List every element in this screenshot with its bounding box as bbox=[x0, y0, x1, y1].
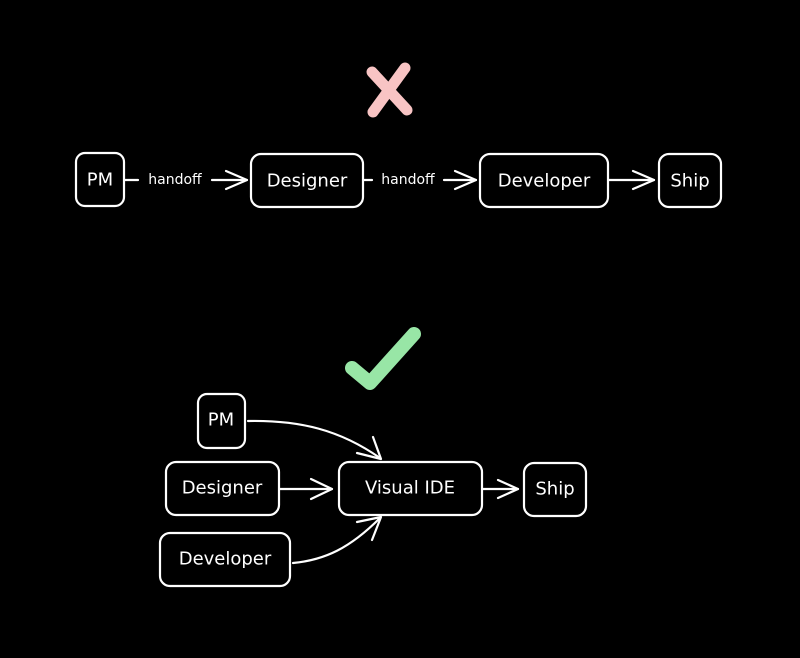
arrowhead-icon bbox=[631, 169, 656, 191]
edge-pm-visual-ide bbox=[246, 419, 383, 461]
edge-label: handoff bbox=[148, 172, 202, 188]
node-label: PM bbox=[87, 170, 113, 191]
node-label: Visual IDE bbox=[365, 478, 455, 499]
node-developer: Developer bbox=[158, 531, 292, 588]
node-label: Developer bbox=[498, 171, 591, 192]
arrowhead-icon bbox=[453, 169, 478, 191]
edge-visual-ide-ship bbox=[481, 478, 520, 500]
edge-developer-ship bbox=[607, 169, 656, 191]
bad-flow: PM Designer Developer Ship handoff hando… bbox=[74, 62, 723, 209]
edge-designer-developer: handoff bbox=[362, 169, 478, 191]
node-designer: Designer bbox=[249, 152, 365, 209]
node-label: Designer bbox=[267, 171, 348, 192]
node-label: Ship bbox=[535, 479, 574, 500]
node-label: Ship bbox=[670, 171, 709, 192]
node-label: Designer bbox=[182, 478, 263, 499]
edge-pm-designer: handoff bbox=[123, 169, 249, 191]
good-flow: PM Designer Developer Visual IDE Ship bbox=[158, 327, 588, 588]
arrowhead-icon bbox=[224, 169, 249, 191]
arrowhead-icon bbox=[355, 435, 383, 461]
node-ship: Ship bbox=[657, 152, 723, 209]
arrowhead-icon bbox=[309, 477, 334, 501]
node-pm: PM bbox=[196, 392, 247, 450]
checkmark-icon bbox=[345, 327, 421, 390]
arrowhead-icon bbox=[496, 478, 520, 500]
arrowhead-icon bbox=[355, 515, 383, 542]
edge-label: handoff bbox=[381, 172, 435, 188]
edge-designer-visual-ide bbox=[278, 477, 334, 501]
node-visual-ide: Visual IDE bbox=[337, 460, 484, 517]
x-icon bbox=[366, 62, 413, 118]
node-pm: PM bbox=[74, 151, 126, 208]
node-label: Developer bbox=[179, 549, 272, 570]
node-developer: Developer bbox=[478, 152, 610, 209]
node-ship: Ship bbox=[522, 461, 588, 518]
edge-developer-visual-ide bbox=[291, 515, 383, 565]
node-label: PM bbox=[208, 410, 234, 431]
node-designer: Designer bbox=[164, 460, 281, 517]
